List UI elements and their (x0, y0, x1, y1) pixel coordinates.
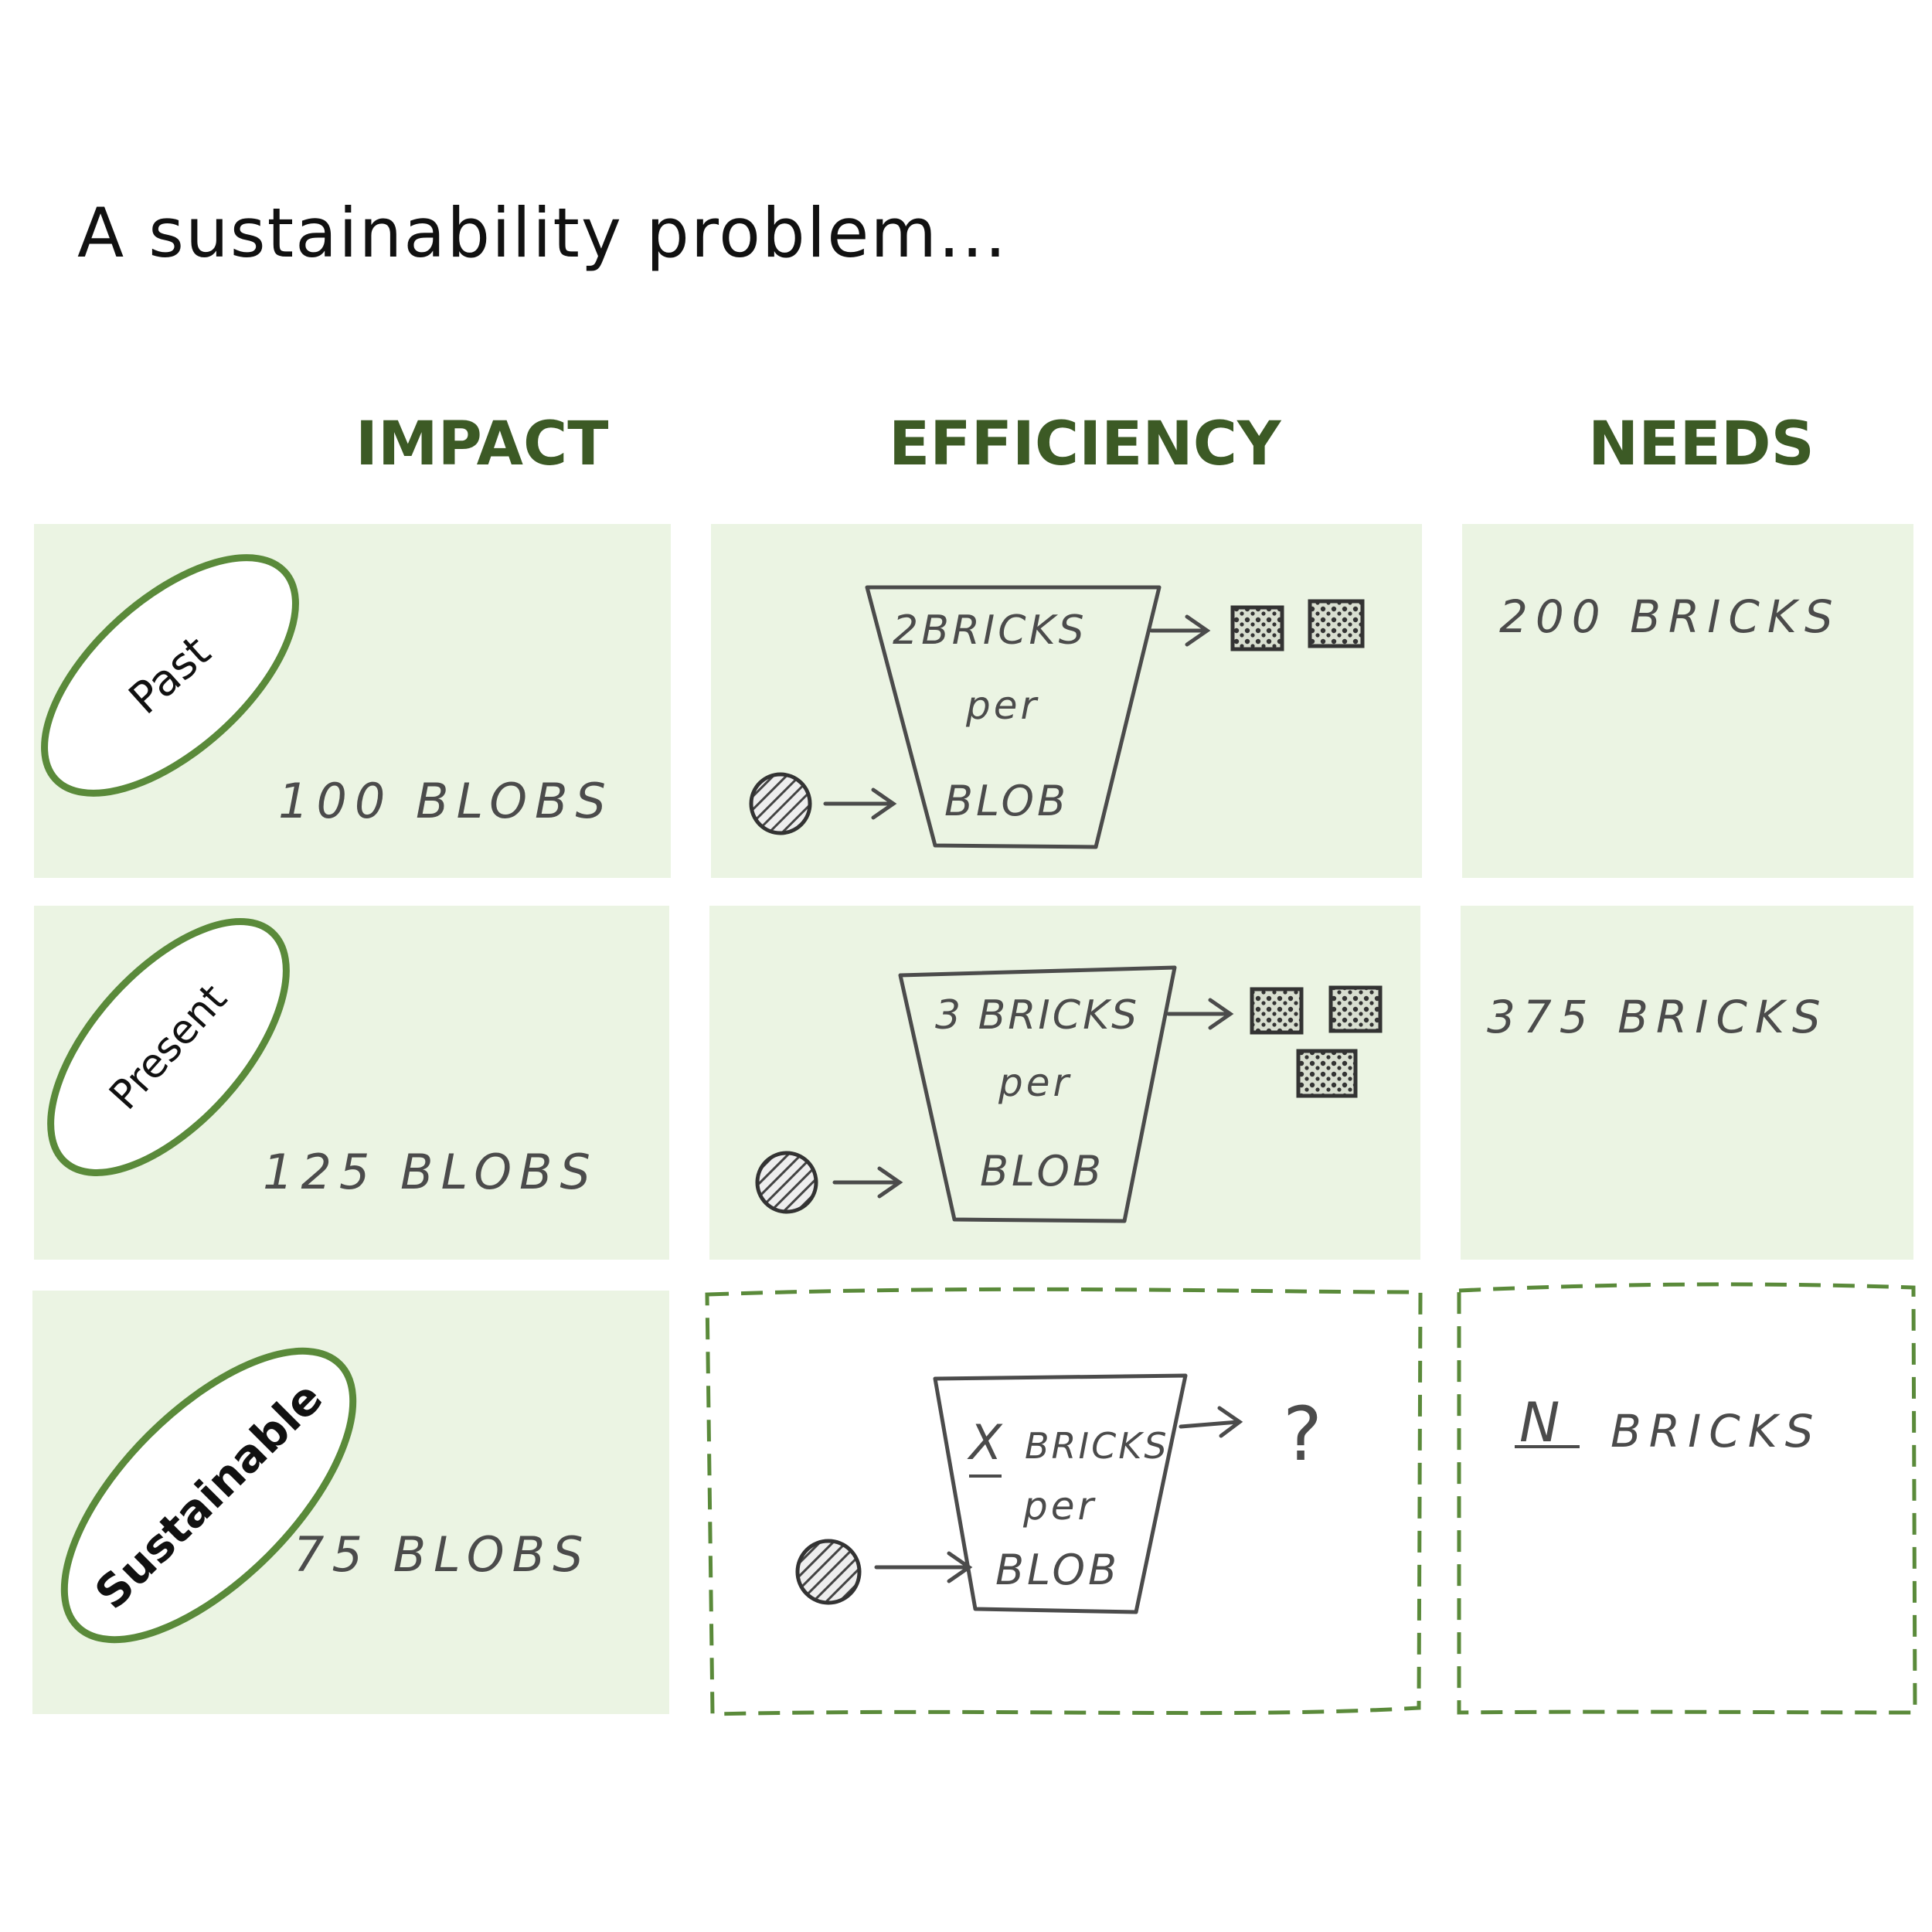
cell-past-needs (1462, 524, 1913, 878)
brick-past-2 (1308, 599, 1365, 648)
eff-past-top: 2BRICKS (893, 607, 1087, 654)
arrow-out-sustainable (1179, 1406, 1243, 1438)
eff-sustainable-top: BRICKS (1025, 1425, 1169, 1467)
dashed-box-sustainable-needs (1457, 1282, 1917, 1715)
brick-present-2 (1328, 985, 1383, 1033)
arrow-out-past (1149, 614, 1211, 647)
impact-sustainable: 75 BLOBS (294, 1526, 591, 1583)
needs-past: 200 BRICKS (1499, 590, 1841, 643)
oval-sustainable (60, 1347, 357, 1644)
oval-present (47, 918, 290, 1176)
funnel-sustainable (933, 1373, 1188, 1614)
column-header-needs: NEEDS (1588, 410, 1815, 479)
brick-present-3 (1296, 1049, 1358, 1098)
blob-sustainable (795, 1539, 862, 1605)
brick-present-1 (1250, 987, 1304, 1035)
eff-present-bot: BLOB (980, 1147, 1105, 1196)
arrow-in-past (823, 787, 897, 820)
arrow-in-sustainable (874, 1551, 973, 1583)
needs-present: 375 BRICKS (1487, 991, 1828, 1043)
column-header-efficiency: EFFICIENCY (889, 410, 1281, 479)
funnel-past (865, 585, 1162, 849)
eff-past-bot: BLOB (944, 777, 1070, 825)
dashed-box-sustainable-efficiency (705, 1287, 1423, 1716)
eff-sustainable-bot: BLOB (995, 1546, 1121, 1594)
funnel-present (898, 965, 1177, 1223)
page-title: A sustainability problem... (77, 193, 1009, 273)
eff-present-top: 3 BRICKS (935, 992, 1140, 1039)
cell-present-needs (1461, 906, 1913, 1260)
eff-present-mid: per (998, 1060, 1073, 1105)
impact-present: 125 BLOBS (263, 1144, 598, 1200)
oval-past (41, 554, 299, 797)
brick-past-1 (1230, 605, 1284, 651)
needs-sustainable-var: N (1519, 1391, 1560, 1454)
arrow-in-present (832, 1166, 903, 1199)
eff-sustainable-var: X (969, 1414, 1002, 1471)
eff-sustainable-output: ? (1283, 1391, 1322, 1478)
needs-sustainable: BRICKS (1611, 1405, 1821, 1458)
eff-past-mid: per (966, 683, 1040, 728)
cell-past-efficiency (711, 524, 1422, 878)
blob-present (755, 1151, 818, 1214)
arrow-out-present (1166, 998, 1234, 1030)
eff-sustainable-mid: per (1023, 1484, 1097, 1529)
column-header-impact: IMPACT (355, 410, 609, 479)
impact-past: 100 BLOBS (278, 773, 614, 829)
blob-past (749, 772, 812, 835)
